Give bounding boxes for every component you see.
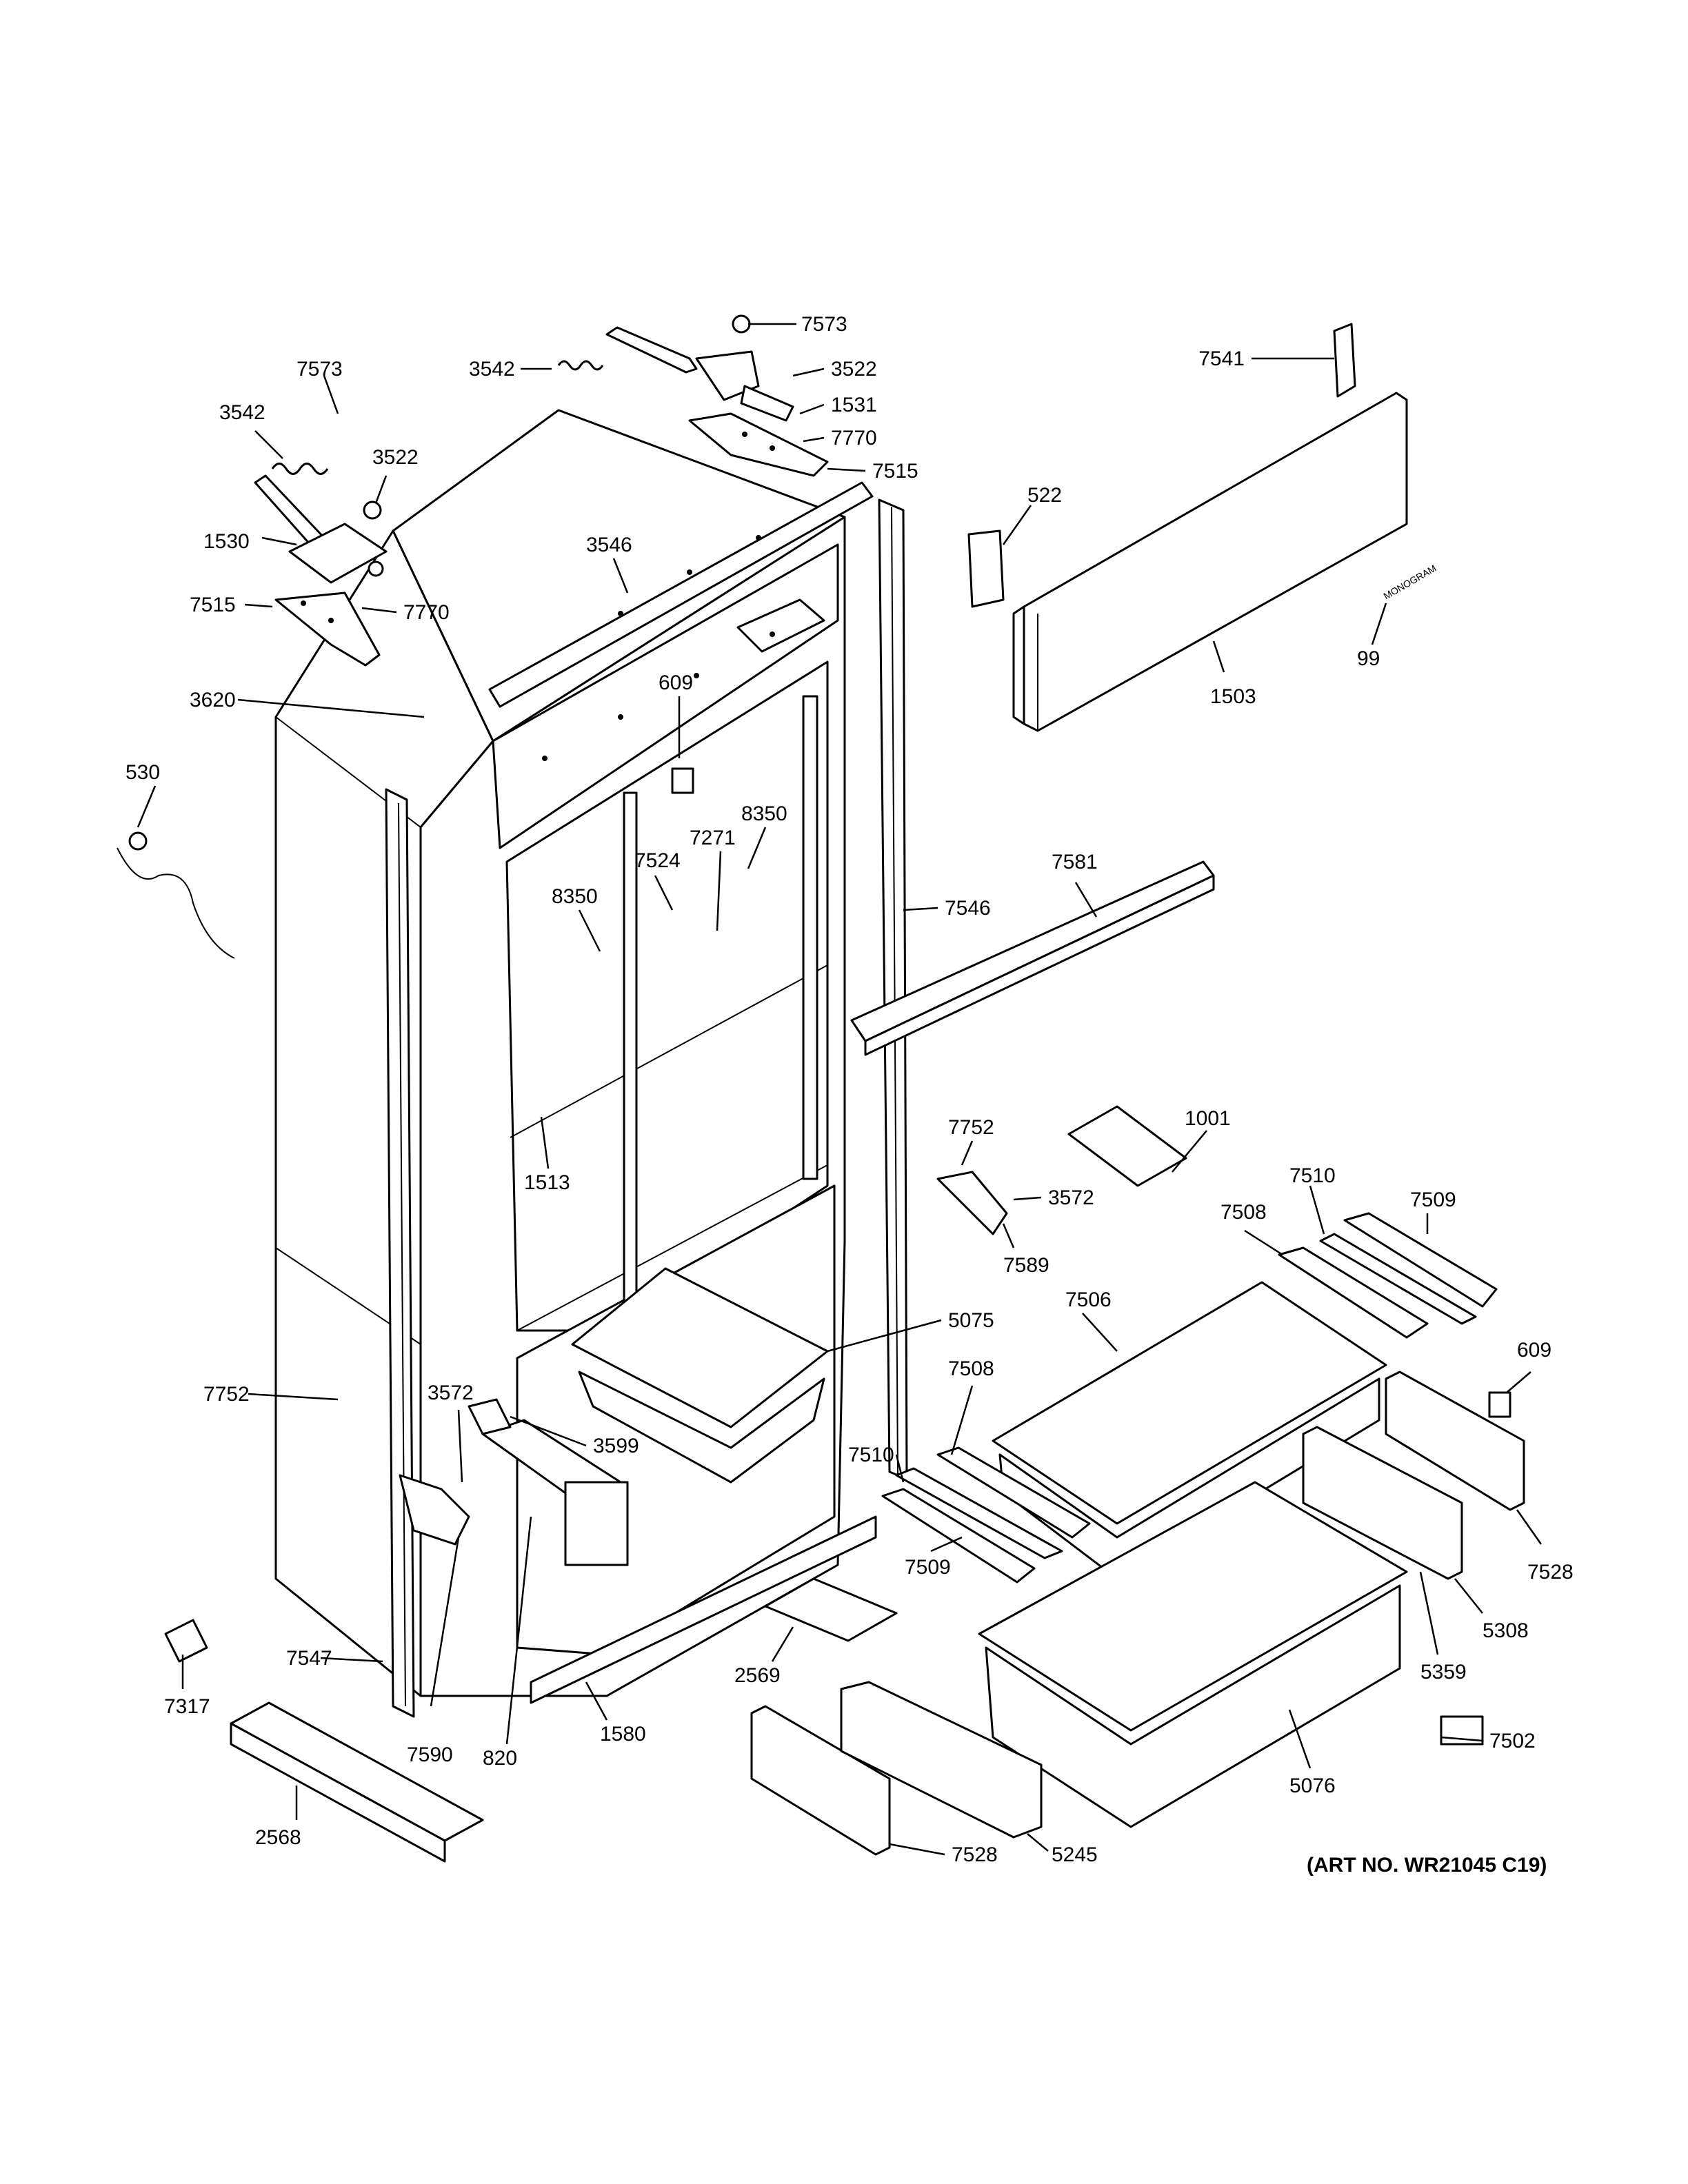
panel-5245 bbox=[840, 1681, 1043, 1839]
callout-7752: 7752 bbox=[948, 1116, 994, 1139]
callout-3546: 3546 bbox=[586, 534, 632, 556]
callout-7271: 7271 bbox=[690, 827, 736, 849]
callout-7510: 7510 bbox=[1289, 1164, 1336, 1187]
monogram-badge: MONOGRAM bbox=[1382, 563, 1438, 602]
callout-7770: 7770 bbox=[403, 601, 450, 624]
callout-7590: 7590 bbox=[407, 1743, 453, 1766]
rail-7510-lower bbox=[895, 1467, 1063, 1559]
callout-7547: 7547 bbox=[286, 1647, 332, 1670]
switch-609-top bbox=[671, 767, 694, 794]
door-bracket-522 bbox=[967, 529, 1005, 608]
callout-7528: 7528 bbox=[952, 1843, 998, 1866]
leader-lines bbox=[137, 323, 1543, 1856]
callout-1531: 1531 bbox=[831, 394, 877, 416]
lower-wire-basket-5076 bbox=[978, 1481, 1408, 1828]
callout-3522: 3522 bbox=[831, 358, 877, 381]
callout-5359: 5359 bbox=[1420, 1661, 1467, 1684]
callout-1580: 1580 bbox=[600, 1723, 646, 1746]
callout-3572: 3572 bbox=[428, 1382, 474, 1404]
callout-8350: 8350 bbox=[552, 885, 598, 908]
module-2569 bbox=[764, 1577, 898, 1642]
callout-3620: 3620 bbox=[190, 689, 236, 711]
callout-5075: 5075 bbox=[948, 1309, 994, 1332]
panel-7528-lower bbox=[750, 1705, 891, 1856]
upper-left-hinge bbox=[254, 474, 388, 584]
callout-1530: 1530 bbox=[203, 530, 250, 553]
door-panel-1503 bbox=[1012, 392, 1408, 732]
callout-609: 609 bbox=[659, 671, 693, 694]
upper-right-hinge bbox=[605, 314, 794, 422]
callout-5076: 5076 bbox=[1289, 1775, 1336, 1797]
refrigerator-cabinet bbox=[274, 409, 846, 1697]
callout-5245: 5245 bbox=[1052, 1843, 1098, 1866]
drawer-rail-7581 bbox=[850, 860, 1215, 1056]
callout-7515: 7515 bbox=[872, 460, 918, 483]
door-bracket-7541 bbox=[1333, 323, 1356, 398]
ice-maker-assembly-820 bbox=[481, 1419, 629, 1566]
callout-7509: 7509 bbox=[905, 1556, 951, 1579]
rail-7509-upper bbox=[1343, 1212, 1498, 1308]
callout-7502: 7502 bbox=[1489, 1730, 1536, 1752]
callout-3599: 3599 bbox=[593, 1435, 639, 1457]
rail-7508-lower bbox=[936, 1446, 1091, 1539]
power-cord-530 bbox=[117, 831, 235, 959]
spring-3542-left bbox=[271, 463, 329, 475]
bracket-7589 bbox=[936, 1171, 1008, 1235]
callout-7546: 7546 bbox=[945, 897, 991, 920]
callout-3522: 3522 bbox=[372, 446, 419, 469]
clip-7317 bbox=[164, 1619, 208, 1663]
callout-7770: 7770 bbox=[831, 427, 877, 449]
bracket-1001 bbox=[1067, 1105, 1187, 1187]
callout-labels: 7573 3542 3522 1531 7770 7515 7573 3542 … bbox=[125, 313, 1574, 1866]
callout-1513: 1513 bbox=[524, 1171, 570, 1194]
panel-7528-upper bbox=[1385, 1371, 1525, 1511]
callout-3572: 3572 bbox=[1048, 1186, 1094, 1209]
callout-522: 522 bbox=[1027, 484, 1062, 507]
callout-7528: 7528 bbox=[1527, 1561, 1574, 1584]
control-housing-2568 bbox=[230, 1701, 484, 1863]
callout-530: 530 bbox=[125, 761, 160, 784]
callout-7581: 7581 bbox=[1052, 851, 1098, 873]
panel-5308 bbox=[1302, 1426, 1463, 1580]
callout-7508: 7508 bbox=[1220, 1201, 1267, 1224]
callout-7317: 7317 bbox=[164, 1695, 210, 1718]
art-number: (ART NO. WR21045 C19) bbox=[1307, 1854, 1547, 1877]
callout-7752: 7752 bbox=[203, 1383, 250, 1406]
top-trim-strip bbox=[488, 481, 874, 708]
callout-7509: 7509 bbox=[1410, 1189, 1456, 1211]
callout-7508: 7508 bbox=[948, 1357, 994, 1380]
callout-7510: 7510 bbox=[848, 1444, 894, 1466]
callout-1503: 1503 bbox=[1210, 685, 1256, 708]
callout-7589: 7589 bbox=[1003, 1254, 1049, 1277]
callout-1001: 1001 bbox=[1185, 1107, 1231, 1130]
spring-3542-right bbox=[557, 360, 604, 371]
rail-7508-upper bbox=[1278, 1246, 1429, 1339]
callout-7541: 7541 bbox=[1198, 347, 1245, 370]
hinge-plate-7515-left bbox=[274, 592, 381, 667]
callout-2569: 2569 bbox=[734, 1664, 781, 1687]
callout-7573: 7573 bbox=[801, 313, 847, 336]
callout-2568: 2568 bbox=[255, 1826, 301, 1849]
callout-7573: 7573 bbox=[297, 358, 343, 381]
hinge-plate-7515-right bbox=[688, 412, 829, 477]
switch-609-right bbox=[1488, 1391, 1511, 1418]
bracket-3599 bbox=[468, 1398, 512, 1435]
rail-7510-upper bbox=[1319, 1233, 1477, 1325]
callout-7524: 7524 bbox=[634, 849, 681, 872]
callout-820: 820 bbox=[483, 1747, 517, 1770]
callout-8350: 8350 bbox=[741, 802, 787, 825]
callout-7515: 7515 bbox=[190, 594, 236, 616]
callout-5308: 5308 bbox=[1483, 1619, 1529, 1642]
callout-3542: 3542 bbox=[469, 358, 515, 381]
kickplate-1580 bbox=[530, 1515, 877, 1704]
hinge-bracket-7590 bbox=[399, 1474, 470, 1546]
rail-7509-lower bbox=[881, 1488, 1036, 1584]
callout-99: 99 bbox=[1357, 647, 1380, 670]
callout-7506: 7506 bbox=[1065, 1288, 1112, 1311]
callout-609: 609 bbox=[1517, 1339, 1551, 1362]
callout-3542: 3542 bbox=[219, 401, 265, 424]
right-vertical-trim bbox=[878, 498, 908, 1480]
